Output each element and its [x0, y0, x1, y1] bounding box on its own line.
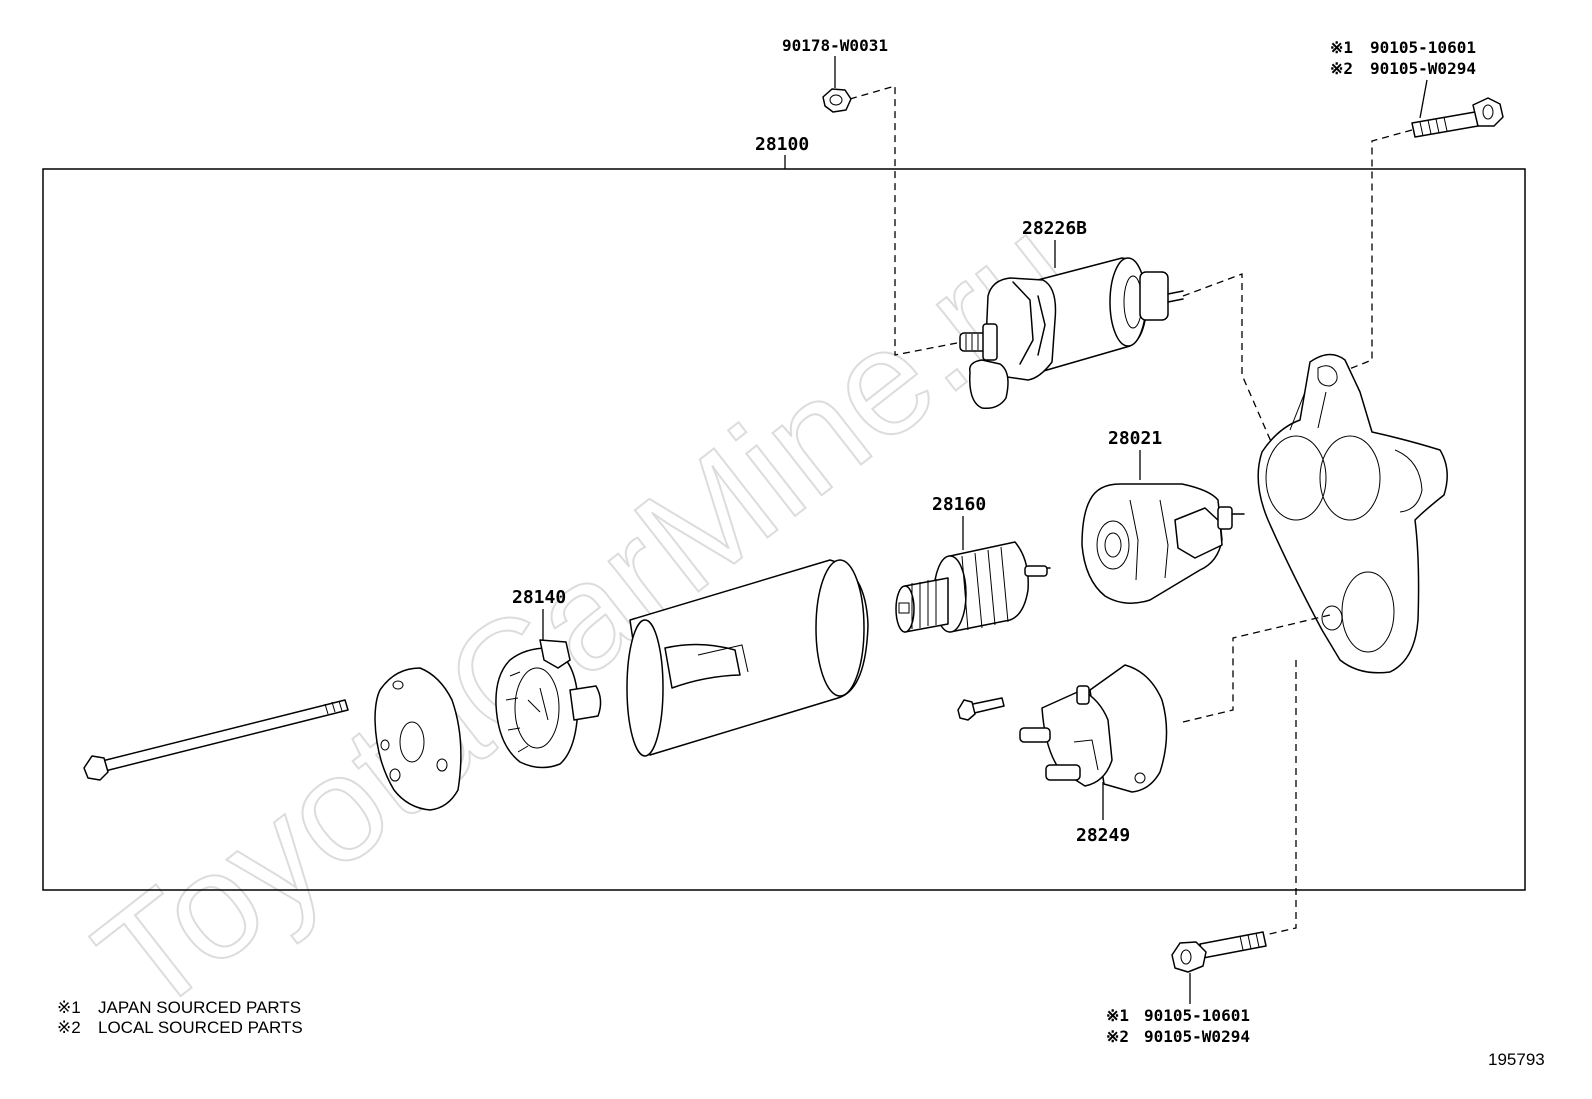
clutch-part[interactable]	[1081, 483, 1245, 604]
screw-small-part[interactable]	[957, 697, 1005, 721]
bolt-bottom-dash	[1264, 660, 1297, 936]
figure-id: 195793	[1488, 1050, 1545, 1069]
svg-text:※2: ※2	[1106, 1027, 1129, 1046]
svg-text:90105-W0294: 90105-W0294	[1144, 1027, 1250, 1046]
bolt-top-dash	[1333, 129, 1413, 376]
armature-part[interactable]	[895, 541, 1051, 633]
terminal-kit-part[interactable]	[1019, 664, 1168, 793]
through-bolt-part[interactable]	[83, 699, 349, 781]
legend-mark-1: ※1	[57, 998, 81, 1017]
terminal-kit-label[interactable]: 28249	[1076, 825, 1130, 846]
assembly-frame	[42, 168, 1526, 891]
legend-text-2: LOCAL SOURCED PARTS	[98, 1018, 303, 1037]
brush-holder-label[interactable]: 28140	[512, 587, 566, 608]
nut-top-label[interactable]: 90178-W0031	[782, 36, 888, 55]
armature-label[interactable]: 28160	[932, 494, 986, 515]
brush-holder-part[interactable]	[495, 639, 602, 769]
assembly-label[interactable]: 28100	[755, 134, 809, 155]
legend-text-1: JAPAN SOURCED PARTS	[98, 998, 301, 1017]
bolt-bottom-label[interactable]: ※1 90105-10601 ※2 90105-W0294	[1106, 1006, 1250, 1046]
bolt-top-label[interactable]: ※1 90105-10601 ※2 90105-W0294	[1330, 38, 1476, 78]
bolt-top-part[interactable]	[1411, 97, 1504, 138]
svg-text:※1: ※1	[1330, 38, 1353, 57]
legend: ※1 JAPAN SOURCED PARTS ※2 LOCAL SOURCED …	[57, 998, 303, 1037]
svg-text:90105-W0294: 90105-W0294	[1370, 59, 1476, 78]
nut-to-solenoid-dash	[849, 85, 963, 356]
svg-text:90105-10601: 90105-10601	[1370, 38, 1476, 57]
housing-dash-bottom	[1182, 614, 1331, 723]
yoke-part[interactable]	[626, 559, 869, 757]
svg-text:90105-10601: 90105-10601	[1144, 1006, 1250, 1025]
clutch-label[interactable]: 28021	[1108, 428, 1162, 449]
bolt-top-leader	[1419, 79, 1428, 119]
svg-text:※1: ※1	[1106, 1006, 1129, 1025]
nut-top-part[interactable]	[822, 88, 852, 113]
end-plate-part[interactable]	[374, 667, 462, 811]
svg-text:※2: ※2	[1330, 59, 1353, 78]
drive-housing-part[interactable]	[1257, 353, 1448, 674]
legend-mark-2: ※2	[57, 1018, 81, 1037]
bolt-bottom-part[interactable]	[1171, 931, 1267, 973]
solenoid-part[interactable]	[959, 257, 1184, 410]
solenoid-label[interactable]: 28226B	[1022, 218, 1087, 239]
